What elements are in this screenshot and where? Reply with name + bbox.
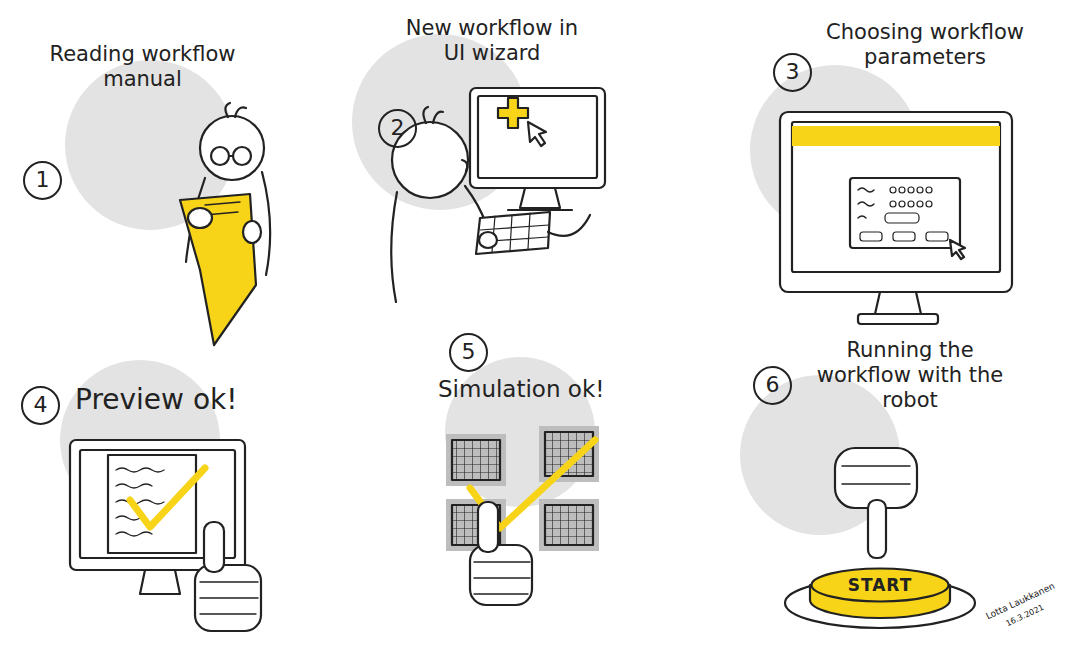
simulation-grids — [446, 426, 599, 605]
computer-figure-part — [476, 212, 550, 254]
start-button: START — [810, 567, 950, 603]
computer-figure — [391, 88, 605, 302]
callout-number: 5 — [462, 340, 476, 364]
parameters-monitor-part — [780, 112, 1012, 292]
start-press — [785, 448, 975, 628]
step-number-circle: 6 — [753, 366, 792, 405]
step-number-circle: 5 — [449, 333, 488, 372]
parameters-monitor-part-part — [890, 201, 896, 207]
parameters-monitor-part — [792, 122, 1000, 272]
parameters-monitor-part-part — [926, 201, 932, 207]
parameters-monitor-part-part — [860, 232, 882, 241]
simulation-grids-part — [452, 440, 500, 480]
reader-figure-part — [180, 194, 256, 345]
start-press-part — [842, 466, 910, 484]
parameters-monitor-part-part — [899, 201, 905, 207]
step-title: Running the workflow with the robot — [810, 338, 1010, 414]
computer-figure-part — [470, 88, 605, 188]
reader-figure-part — [211, 147, 229, 165]
callout-number: 2 — [391, 116, 405, 140]
simulation-grids-part — [446, 434, 506, 486]
step-title: Reading workflow manual — [35, 42, 250, 92]
computer-figure-part — [520, 188, 560, 208]
button-top-shape — [812, 569, 949, 602]
callout-number: 1 — [36, 168, 50, 192]
parameters-monitor — [780, 112, 1012, 324]
computer-figure-part — [479, 232, 497, 248]
start-press-part — [868, 500, 886, 558]
preview-monitor-part — [195, 565, 261, 631]
step-title: Preview ok! — [75, 383, 275, 417]
parameters-monitor-part — [950, 240, 965, 259]
step-title: Simulation ok! — [438, 376, 638, 404]
computer-figure-part — [462, 160, 467, 172]
simulation-grids-part — [545, 505, 593, 545]
simulation-grids-part — [545, 432, 593, 476]
parameters-monitor-part-part — [908, 201, 914, 207]
parameters-monitor-part-part — [917, 187, 923, 193]
reader-figure-part — [262, 172, 270, 275]
callout-number: 3 — [786, 60, 800, 84]
parameters-monitor-part-part — [926, 232, 948, 241]
preview-monitor-part — [204, 522, 224, 572]
reader-figure-part — [229, 155, 233, 157]
preview-monitor-part — [140, 570, 180, 594]
computer-figure-part — [508, 209, 572, 211]
simulation-grids-part — [539, 499, 599, 551]
computer-figure-part — [478, 96, 597, 178]
computer-figure-part — [548, 215, 590, 236]
parameters-monitor-part — [875, 292, 921, 314]
simulation-grids-part — [474, 562, 530, 594]
parameters-monitor-part-part — [908, 187, 914, 193]
computer-figure-part — [478, 213, 549, 252]
parameters-monitor-part — [858, 314, 938, 324]
simulation-grids-part — [470, 545, 532, 605]
step-number-circle: 3 — [773, 53, 812, 92]
parameters-monitor-part-part — [926, 187, 932, 193]
reader-figure — [180, 103, 270, 345]
parameters-monitor-part-part — [890, 187, 896, 193]
callout-number: 6 — [766, 373, 780, 397]
callout-number: 4 — [34, 393, 48, 417]
computer-figure-part — [391, 192, 397, 302]
parameters-monitor-part-part — [899, 187, 905, 193]
step-title: Choosing workflow parameters — [815, 20, 1035, 70]
button-label: START — [848, 576, 913, 595]
reader-figure-part — [225, 103, 246, 117]
simulation-grids-part — [446, 499, 506, 551]
parameters-monitor-part — [860, 187, 948, 241]
computer-figure-part — [528, 122, 546, 146]
simulation-grids-part — [539, 426, 599, 482]
preview-monitor-part — [116, 468, 164, 536]
step-number-circle: 2 — [378, 109, 417, 148]
parameters-monitor-part — [850, 178, 960, 248]
step-number-circle: 1 — [23, 161, 62, 200]
reader-figure-part — [200, 116, 264, 180]
step-number-circle: 4 — [21, 386, 60, 425]
parameters-monitor-part-part — [885, 213, 919, 223]
reader-figure-part — [233, 147, 251, 165]
reader-figure-part — [243, 221, 261, 243]
parameters-monitor-part — [792, 126, 1000, 146]
preview-monitor — [70, 440, 261, 631]
reader-figure-part — [188, 208, 212, 228]
parameters-monitor-part-part — [893, 232, 915, 241]
parameters-monitor-part-part — [917, 201, 923, 207]
parameters-monitor-part — [858, 188, 874, 218]
step-title: New workflow in UI wizard — [392, 16, 592, 66]
simulation-grids-part — [478, 502, 498, 552]
preview-monitor-part — [108, 455, 196, 553]
preview-monitor-part — [130, 468, 205, 527]
preview-monitor-part — [200, 582, 258, 614]
computer-figure-part — [498, 98, 528, 128]
computer-figure-part — [423, 107, 443, 123]
